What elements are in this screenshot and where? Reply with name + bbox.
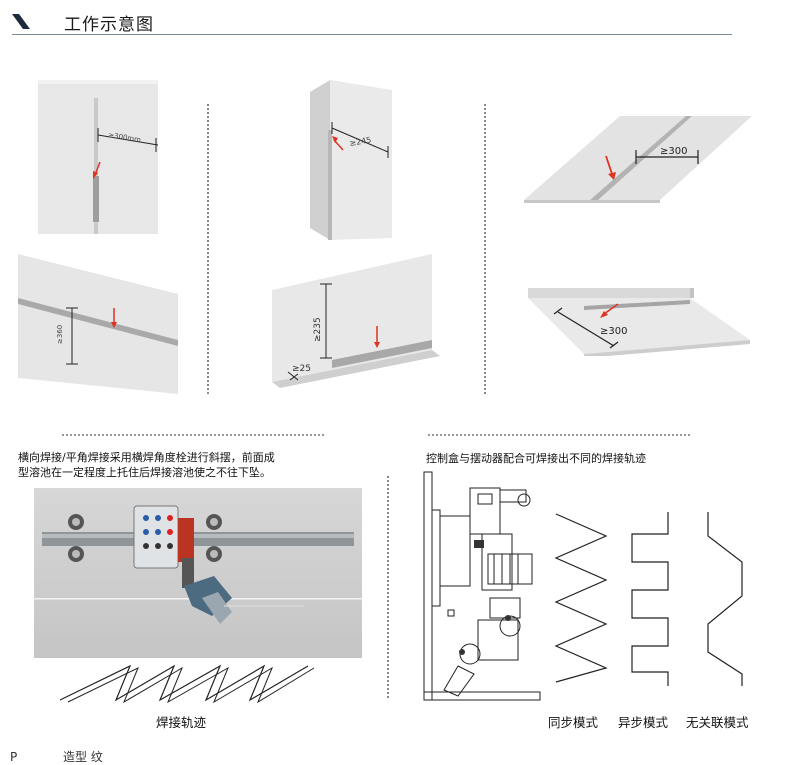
dim-label: ≥360 <box>56 325 64 344</box>
independent-pattern <box>707 512 743 686</box>
vertical-plate-diagram: ≥300mm <box>38 80 159 234</box>
separator-vertical-3 <box>387 476 389 698</box>
mode-label-sync: 同步模式 <box>548 715 599 730</box>
separator-vertical-1 <box>207 104 209 394</box>
mode-label-independent: 无关联模式 <box>686 715 749 730</box>
dim-label: ≥300 <box>600 326 627 337</box>
flat-fillet-diagram: ≥300 <box>528 288 750 356</box>
horizontal-plate-diagram: ≥360 <box>18 254 178 394</box>
separator-horizontal-left <box>62 434 324 436</box>
title-underline <box>12 34 732 35</box>
separator-horizontal-right <box>428 434 690 436</box>
flat-plate-diagram: ≥300 <box>524 116 752 203</box>
corner-plate-diagram: ≥245 <box>310 80 392 240</box>
controller-caption: 控制盒与摆动器配合可焊接出不同的焊接轨迹 <box>426 452 646 465</box>
caption-line-1: 横向焊接/平角焊接采用横焊角度栓进行斜摆，前面成 <box>18 451 275 464</box>
separator-vertical-2 <box>484 104 486 394</box>
weld-caption: 横向焊接/平角焊接采用横焊角度栓进行斜摆，前面成 型溶池在一定程度上托住后焊接溶… <box>18 450 348 480</box>
dim-label: ≥235 <box>313 317 323 342</box>
page-title: 工作示意图 <box>64 15 154 35</box>
weld-track-label: 焊接轨迹 <box>156 715 207 730</box>
dim-label: ≥245 <box>349 135 372 148</box>
oscillator-drawing <box>423 471 541 701</box>
async-pattern <box>631 512 669 686</box>
welding-machine-photo <box>34 488 362 658</box>
dim-label: ≥25 <box>292 364 311 374</box>
dim-label: ≥300 <box>660 146 687 157</box>
mode-label-async: 异步模式 <box>618 715 669 730</box>
header-slash-icon <box>12 14 30 29</box>
weld-pattern-diagrams <box>554 512 743 686</box>
footer-cutoff-text: P 造型 纹 <box>10 750 103 764</box>
fillet-plate-diagram: ≥235 ≥25 <box>272 254 440 388</box>
sync-pattern <box>554 513 608 683</box>
caption-line-2: 型溶池在一定程度上托住后焊接溶池使之不往下坠。 <box>18 466 271 479</box>
weld-track-zigzag <box>59 664 315 704</box>
